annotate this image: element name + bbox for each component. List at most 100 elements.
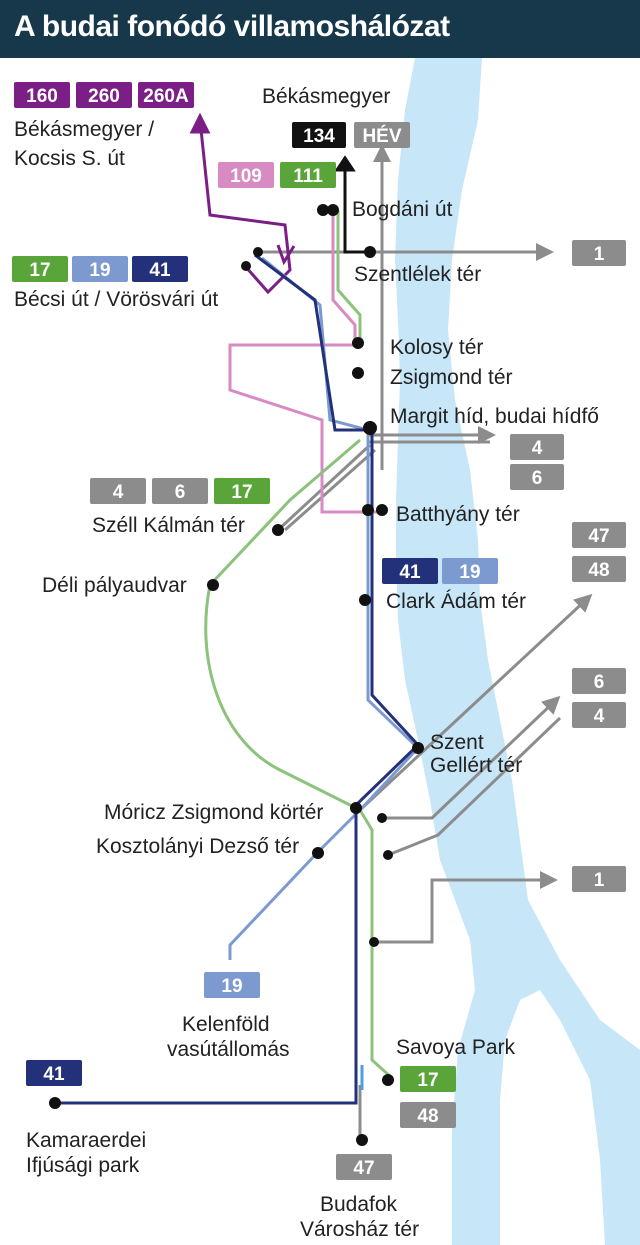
- label-kolosy-ter: Kolosy tér: [390, 336, 483, 359]
- tram-line-17: [204, 210, 394, 1080]
- route-badge-160: 160: [14, 82, 70, 108]
- route-badge-label: 41: [149, 260, 171, 281]
- route-badge-19: 19: [72, 256, 128, 282]
- route-badge-bg: [572, 522, 626, 548]
- label-kosztolanyi: Kosztolányi Dezső tér: [96, 835, 299, 858]
- route-badge-label: 47: [588, 526, 609, 547]
- route-badge-47: 47: [336, 1154, 392, 1180]
- route-badge-label: 19: [89, 260, 110, 281]
- route-badge-bg: [76, 82, 132, 108]
- route-badge-41: 41: [382, 558, 438, 584]
- label-bogdani-ut: Bogdáni út: [352, 198, 453, 221]
- route-badge-label: 19: [221, 976, 242, 997]
- route-badge-bg: [510, 434, 564, 460]
- route-badge-bg: [400, 1102, 456, 1128]
- label-szent-gellert: Szent: [430, 731, 484, 754]
- route-badge-bg: [138, 82, 194, 108]
- route-badge-bg: [292, 122, 346, 148]
- route-badge-bg: [214, 478, 270, 504]
- route-badge-label: 6: [532, 468, 543, 489]
- bus-line-134: [334, 155, 370, 254]
- route-badge-label: 47: [353, 1158, 374, 1179]
- route-badge-bg: [400, 1066, 456, 1092]
- label-deli-palyaudvar: Déli pályaudvar: [42, 574, 187, 597]
- route-badge-111: 111: [280, 162, 336, 188]
- route-badge-bg: [14, 82, 70, 108]
- route-badge-bg: [218, 162, 274, 188]
- route-badge-label: 19: [459, 562, 480, 583]
- route-badge-109: 109: [218, 162, 274, 188]
- route-badge-bg: [572, 668, 626, 694]
- label-clark-adam-ter: Clark Ádám tér: [386, 590, 526, 613]
- route-badge-bg: [442, 558, 498, 584]
- route-badge-bg: [72, 256, 128, 282]
- label-batthyany-ter: Batthyány tér: [396, 503, 520, 526]
- tram-line-41: [55, 253, 421, 1105]
- route-badge-17: 17: [400, 1066, 456, 1092]
- route-badge-bg: [90, 478, 146, 504]
- route-badge-label: 17: [231, 482, 252, 503]
- route-badge-label: 109: [230, 166, 262, 187]
- route-badge-label: 6: [175, 482, 186, 503]
- route-badge-label: 134: [303, 126, 335, 147]
- route-badge-48: 48: [572, 556, 626, 582]
- label-szentlelek-ter: Szentlélek tér: [354, 263, 481, 286]
- route-badge-label: 260: [88, 86, 120, 107]
- route-badge-label: 41: [399, 562, 421, 583]
- route-badge-47: 47: [572, 522, 626, 548]
- route-badge-bg: [572, 866, 626, 892]
- label-bekasmegyer-kocsis-2: Kocsis S. út: [14, 147, 125, 170]
- bus-line-160: [189, 112, 296, 295]
- label-savoya-park: Savoya Park: [396, 1036, 516, 1059]
- danube-river: [395, 58, 640, 1245]
- route-badge-260a: 260A: [138, 82, 194, 108]
- header-bar: A budai fonódó villamoshálózat: [0, 0, 640, 58]
- tram-line-109: [228, 210, 378, 514]
- station-labels: Békásmegyer / Kocsis S. út Békásmegyer B…: [14, 85, 599, 1241]
- route-badge-bg: [204, 972, 260, 998]
- route-badge-label: 1: [594, 244, 605, 265]
- route-badge-label: 160: [26, 86, 58, 107]
- route-badge-17: 17: [214, 478, 270, 504]
- label-moricz-zsigmond: Móricz Zsigmond körtér: [104, 801, 323, 824]
- route-badge-19: 19: [442, 558, 498, 584]
- route-badge-1: 1: [572, 866, 626, 892]
- label-kamaraerdei-2: Ifjúsági park: [26, 1154, 140, 1177]
- route-badge-6: 6: [572, 668, 626, 694]
- route-badge-label: 48: [588, 560, 609, 581]
- route-badge-6: 6: [510, 464, 564, 490]
- label-zsigmond-ter: Zsigmond tér: [390, 366, 513, 389]
- route-badge-17: 17: [12, 256, 68, 282]
- route-badge-48: 48: [400, 1102, 456, 1128]
- route-badge-label: 17: [417, 1070, 438, 1091]
- label-budafok: Budafok: [320, 1193, 398, 1216]
- label-szell-kalman-ter: Széll Kálmán tér: [92, 514, 245, 537]
- route-badge-41: 41: [132, 256, 188, 282]
- label-bekasmegyer: Békásmegyer: [262, 85, 390, 108]
- label-margit-hid: Margit híd, budai hídfő: [390, 405, 599, 428]
- route-badge-bg: [12, 256, 68, 282]
- route-badge-41: 41: [26, 1060, 82, 1086]
- page-title: A budai fonódó villamoshálózat: [14, 10, 450, 43]
- station-dots: [49, 204, 424, 1146]
- route-badge-bg: [280, 162, 336, 188]
- label-kelenfold: Kelenföld: [182, 1013, 270, 1036]
- route-badge-1: 1: [572, 240, 626, 266]
- route-badge-bg: [572, 556, 626, 582]
- route-badge-label: 4: [113, 482, 124, 503]
- route-badge-bg: [572, 240, 626, 266]
- label-becsi-ut: Bécsi út / Vörösvári út: [14, 288, 218, 311]
- route-badge-bg: [572, 702, 626, 728]
- label-kelenfold-2: vasútállomás: [167, 1038, 290, 1061]
- route-badge-label: 41: [43, 1064, 65, 1085]
- route-badge-label: 111: [293, 166, 323, 187]
- route-badge-bg: [336, 1154, 392, 1180]
- route-badge-260: 260: [76, 82, 132, 108]
- label-kamaraerdei: Kamaraerdei: [26, 1129, 146, 1152]
- route-badge-label: 6: [594, 672, 605, 693]
- route-badge-hév: HÉV: [354, 122, 410, 148]
- label-szent-gellert-2: Gellért tér: [430, 754, 522, 777]
- route-badge-bg: [132, 256, 188, 282]
